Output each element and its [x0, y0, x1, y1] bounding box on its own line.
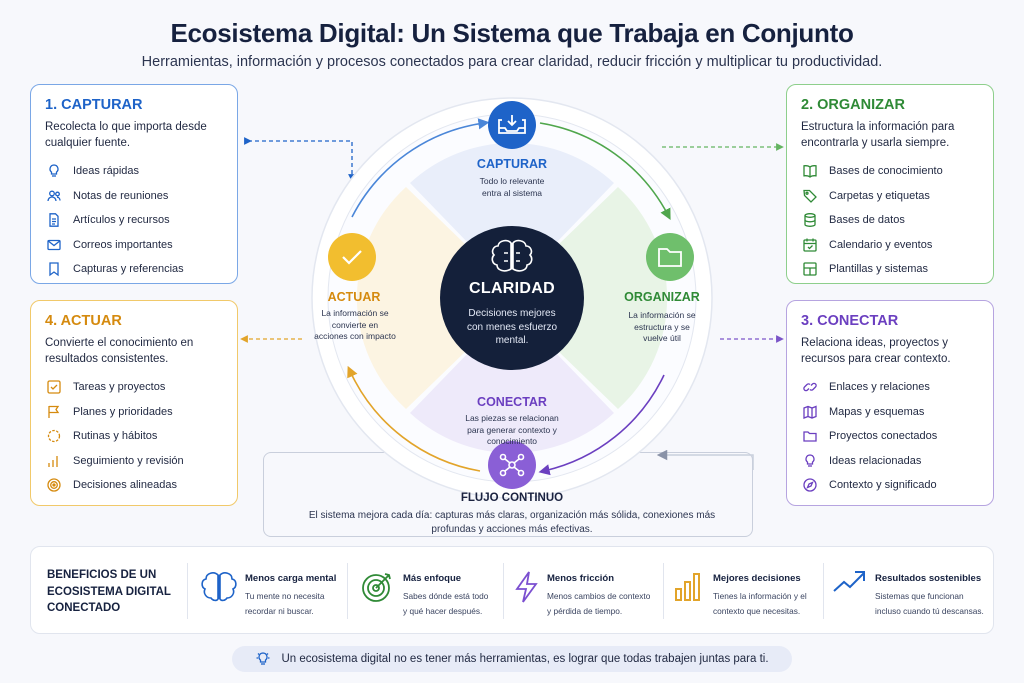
benefit-item: Más enfoque Sabes dónde está todo y qué … — [359, 547, 509, 635]
list-item: Capturas y referencias — [45, 257, 223, 282]
capturar-card: 1. CAPTURAR Recolecta lo que importa des… — [30, 84, 238, 284]
actuar-card-description: Convierte el conocimiento en resultados … — [45, 337, 194, 365]
conectar-segment — [410, 351, 614, 454]
actuar-card: 4. ACTUAR Convierte el conocimiento en r… — [30, 300, 238, 506]
actuar-segment-title: ACTUAR — [327, 290, 381, 304]
lightbulb-icon — [256, 652, 270, 665]
people-icon — [45, 187, 63, 205]
list-item: Enlaces y relaciones — [801, 375, 979, 400]
conectar-card-title: 3. CONECTAR — [801, 313, 899, 329]
list-item: Ideas rápidas — [45, 159, 223, 184]
flag-icon — [45, 403, 63, 421]
target-icon — [362, 573, 391, 602]
footer-note: Un ecosistema digital no es tener más he… — [232, 646, 792, 672]
list-item: Planes y prioridades — [45, 400, 223, 425]
center-circle — [440, 226, 584, 370]
target-icon — [45, 476, 63, 494]
lightbulb-icon — [801, 452, 819, 470]
benefits-panel: BENEFICIOS DE UN ECOSISTEMA DIGITAL CONE… — [30, 546, 994, 634]
list-item: Bases de conocimiento — [801, 159, 979, 184]
conectar-card-description: Relaciona ideas, proyectos y recursos pa… — [801, 337, 951, 365]
organizar-segment — [558, 187, 668, 409]
capturar-card-description: Recolecta lo que importa desde cualquier… — [45, 121, 207, 149]
actuar-segment — [356, 187, 466, 409]
database-icon — [801, 211, 819, 229]
organizar-segment-title: ORGANIZAR — [624, 290, 700, 304]
list-item: Correos importantes — [45, 233, 223, 258]
conectar-card: 3. CONECTAR Relaciona ideas, proyectos y… — [786, 300, 994, 506]
center-description: Decisiones mejores con menes esfuerzo me… — [466, 308, 558, 346]
document-icon — [45, 211, 63, 229]
compass-icon — [801, 476, 819, 494]
book-icon — [801, 162, 819, 180]
list-item: Decisiones alineadas — [45, 473, 223, 498]
map-icon — [801, 403, 819, 421]
tag-icon — [801, 187, 819, 205]
list-item: Artículos y recursos — [45, 208, 223, 233]
capturar-segment-title: CAPTURAR — [476, 157, 548, 171]
list-item: Rutinas y hábitos — [45, 424, 223, 449]
lightbulb-icon — [45, 162, 63, 180]
list-item: Contexto y significado — [801, 473, 979, 498]
benefit-item: Mejores decisiones Tienes la información… — [671, 547, 821, 635]
link-icon — [801, 378, 819, 396]
mail-icon — [45, 236, 63, 254]
list-item: Calendario y eventos — [801, 233, 979, 258]
check-icon — [342, 250, 362, 265]
brain-icon — [201, 572, 237, 602]
list-item: Mapas y esquemas — [801, 400, 979, 425]
flow-title: FLUJO CONTINUO — [460, 492, 564, 504]
cycle-icon — [45, 427, 63, 445]
checkbox-icon — [45, 378, 63, 396]
lightning-icon — [515, 571, 538, 603]
list-item: Tareas y proyectos — [45, 375, 223, 400]
list-item: Notas de reuniones — [45, 184, 223, 209]
conectar-segment-title: CONECTAR — [477, 395, 547, 409]
list-item: Seguimiento y revisión — [45, 449, 223, 474]
folder-icon — [658, 248, 682, 267]
organizar-card: 2. ORGANIZAR Estructura la información p… — [786, 84, 994, 284]
conectar-segment-description: Las piezas se relacionan para generar co… — [465, 413, 559, 446]
organizar-segment-description: La información se estructura y se vuelve… — [628, 310, 696, 343]
template-icon — [801, 260, 819, 278]
list-item: Bases de datos — [801, 208, 979, 233]
capturar-segment-description: Todo lo relevante entra al sistema — [479, 176, 545, 198]
bookmark-icon — [45, 260, 63, 278]
page-subtitle: Herramientas, información y procesos con… — [141, 54, 883, 70]
organizar-card-description: Estructura la información para encontrar… — [801, 121, 955, 149]
calendar-icon — [801, 236, 819, 254]
brain-icon — [491, 239, 533, 272]
list-item: Ideas relacionadas — [801, 449, 979, 474]
organizar-node — [646, 233, 694, 281]
conectar-node — [488, 441, 536, 489]
capturar-segment — [410, 142, 614, 245]
network-icon — [499, 453, 525, 477]
inbox-icon — [498, 115, 526, 134]
benefit-item: Menos carga mental Tu mente no necesita … — [201, 547, 351, 635]
benefit-item: Menos fricción Menos cambios de contexto… — [509, 547, 669, 635]
capturar-card-title: 1. CAPTURAR — [45, 97, 143, 113]
benefit-item: Resultados sostenibles Sistemas que func… — [831, 547, 991, 635]
bar-chart-icon — [45, 452, 63, 470]
bar-chart-icon — [675, 573, 700, 601]
center-title: CLARIDAD — [469, 280, 555, 297]
actuar-node — [328, 233, 376, 281]
trend-up-icon — [833, 571, 865, 592]
flow-description: El sistema mejora cada día: capturas más… — [308, 510, 716, 535]
cycle-diagram: CLARIDAD Decisiones mejores con menes es… — [300, 95, 724, 505]
actuar-card-title: 4. ACTUAR — [45, 313, 122, 329]
page-title: Ecosistema Digital: Un Sistema que Traba… — [170, 18, 854, 48]
folder-icon — [801, 427, 819, 445]
list-item: Plantillas y sistemas — [801, 257, 979, 282]
footer-text: Un ecosistema digital no es tener más he… — [281, 653, 769, 665]
cycle-graphic — [311, 97, 713, 499]
list-item: Carpetas y etiquetas — [801, 184, 979, 209]
list-item: Proyectos conectados — [801, 424, 979, 449]
benefits-title: BENEFICIOS DE UN ECOSISTEMA DIGITAL CONE… — [47, 569, 171, 614]
actuar-segment-description: La información se convierte en acciones … — [314, 308, 396, 341]
organizar-card-title: 2. ORGANIZAR — [801, 97, 905, 113]
